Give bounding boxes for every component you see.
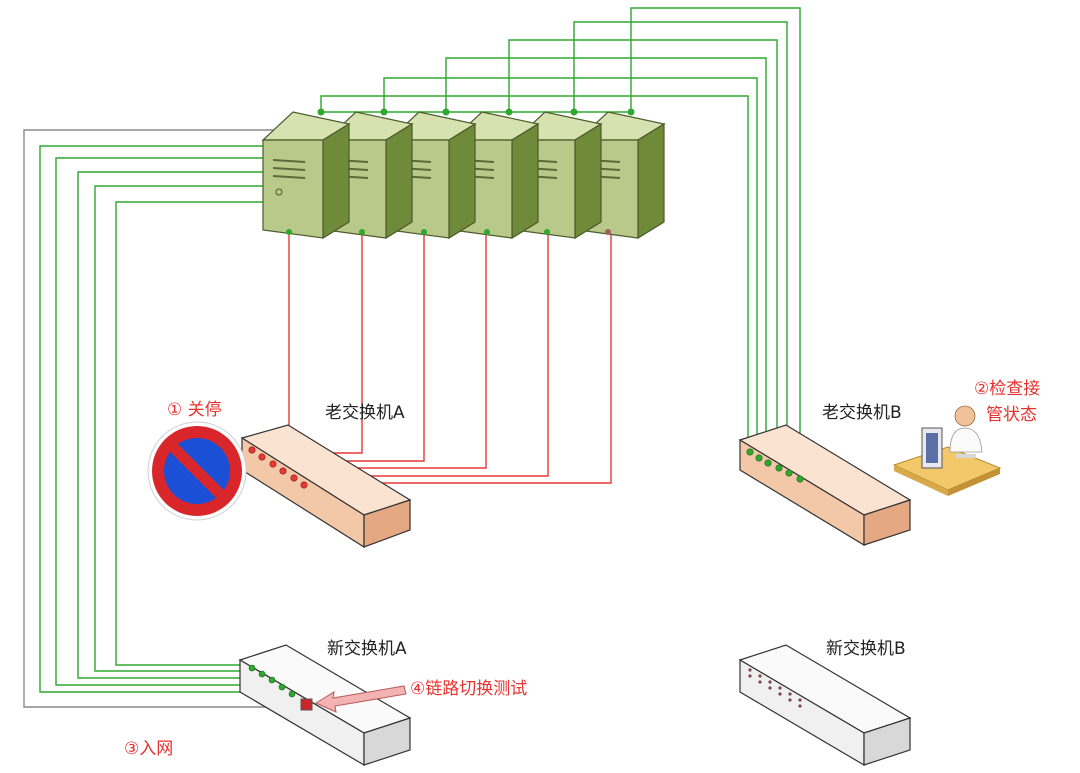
new-switch-b: [738, 644, 912, 767]
no-parking-sign-icon: [147, 421, 247, 521]
link-server4-oldA: [283, 232, 487, 469]
link-server5-oldA: [293, 232, 549, 477]
link-server2-oldB: [383, 77, 758, 453]
green-links-to-old-switch-b: [320, 7, 801, 468]
link-junction-dots: [286, 108, 635, 235]
link-server3-newA: [77, 171, 425, 679]
step-3-join-network: ③入网: [124, 739, 173, 759]
person-at-computer-icon: [892, 405, 1002, 496]
link-server4-newA: [55, 157, 488, 686]
old-switch-a: [240, 424, 412, 549]
server-rack-group: [261, 111, 666, 240]
label-new-switch-b: 新交换机B: [826, 639, 906, 659]
label-new-switch-a: 新交换机A: [327, 639, 407, 659]
highlighted-port: [300, 698, 313, 711]
old-switch-b: [738, 424, 912, 547]
label-old-switch-b: 老交换机B: [822, 403, 902, 423]
new-switch-a: [238, 644, 412, 767]
step-2-line-1: ②检查接: [974, 379, 1040, 399]
link-server3-oldB: [445, 57, 767, 456]
step-4-link-switch-test: ④链路切换测试: [410, 679, 527, 699]
link-server1-oldB: [320, 95, 749, 450]
link-server6-oldA: [303, 232, 612, 484]
arrow-to-port: [314, 685, 407, 713]
link-server4-oldB: [508, 39, 778, 460]
link-server3-oldA: [272, 232, 425, 462]
label-old-switch-a: 老交换机A: [325, 403, 405, 423]
link-server6-oldB: [630, 7, 801, 468]
step-1-shutdown: ① 关停: [167, 400, 222, 420]
server-tower-icon: [261, 111, 351, 240]
step-2-line-2: 管状态: [986, 405, 1037, 425]
link-server2-newA: [94, 185, 363, 672]
link-server5-oldB: [573, 21, 788, 464]
link-server1-oldA: [250, 232, 290, 447]
